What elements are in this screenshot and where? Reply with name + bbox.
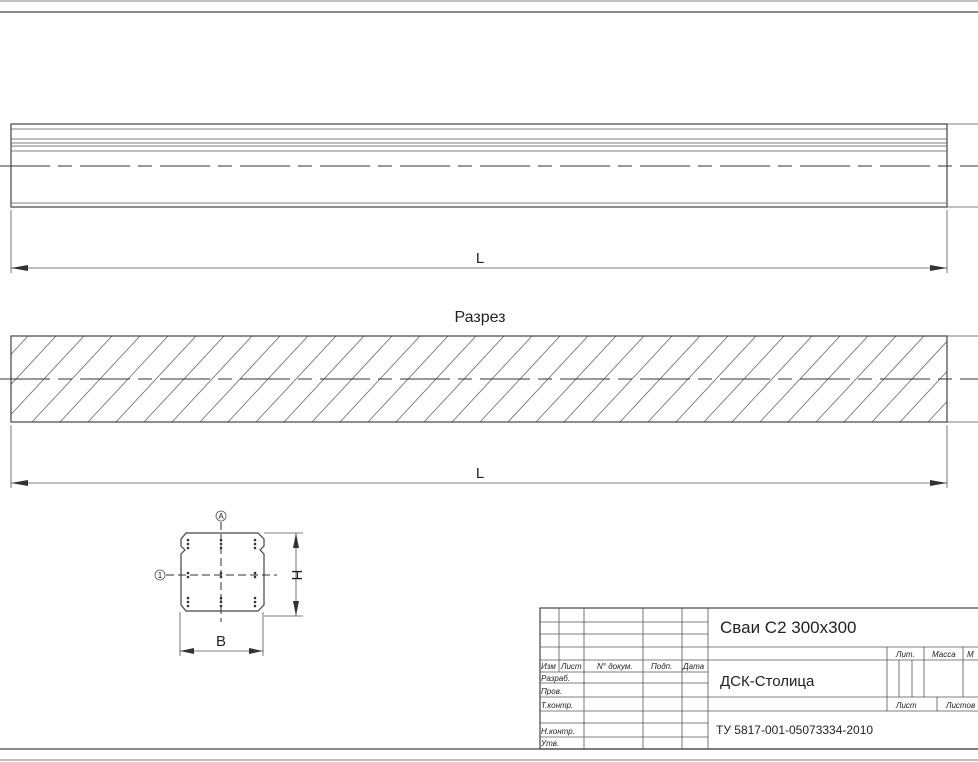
hatch-line — [675, 336, 757, 422]
rebar-dot — [219, 575, 223, 579]
section-title: Разрез — [455, 309, 506, 326]
length-dimension-top: L — [10, 210, 948, 273]
hatch-line — [171, 336, 253, 422]
rebar-dot — [219, 571, 223, 575]
rebar-dot — [186, 542, 190, 546]
header-list: Лист — [560, 662, 582, 671]
hatch-line — [11, 336, 29, 355]
rebar-dot — [186, 571, 190, 575]
mass-label: Масса — [932, 650, 956, 659]
rebar-dot — [186, 575, 190, 579]
role-tech-control: Т.контр. — [541, 701, 573, 710]
cross-section: А 1 H B — [154, 510, 305, 656]
rebar-dot — [253, 546, 257, 550]
hatch-line — [815, 336, 897, 422]
axis-letter: А — [218, 512, 224, 521]
lit-label: Лит. — [895, 650, 915, 659]
length-label: L — [476, 250, 484, 267]
organization: ДСК-Столица — [720, 673, 815, 690]
pile-side-view — [0, 123, 978, 208]
rebar-dot — [253, 604, 257, 608]
header-date: Дата — [682, 662, 705, 671]
role-developer: Разраб. — [541, 674, 570, 683]
sheets-label: Листов — [945, 701, 975, 710]
rebar-dot — [186, 596, 190, 600]
rebar-dot — [186, 604, 190, 608]
drawing-name: Сваи С2 300x300 — [720, 618, 856, 637]
axis-number: 1 — [158, 571, 163, 580]
rebar-dot — [219, 596, 223, 600]
sheet-label: Лист — [895, 701, 917, 710]
rebar-dot — [253, 571, 257, 575]
role-checker: Пров. — [541, 687, 562, 696]
header-sign: Подп. — [651, 662, 672, 671]
length-dimension-bottom: L — [10, 425, 948, 488]
rebar-dot — [186, 538, 190, 542]
rebar-dot — [186, 546, 190, 550]
scale-label: М — [967, 650, 974, 659]
hatch-line — [731, 336, 813, 422]
rebar-dot — [186, 600, 190, 604]
hatch-line — [927, 400, 947, 422]
length-label: L — [476, 465, 484, 482]
width-label: B — [216, 633, 226, 650]
rebar-dot — [253, 596, 257, 600]
rebar-dot — [253, 575, 257, 579]
rebar-dot — [219, 604, 223, 608]
hatch-line — [255, 336, 337, 422]
rebar-dot — [253, 600, 257, 604]
rebar-dot — [219, 600, 223, 604]
header-doc-no: N° докум. — [597, 662, 633, 671]
hatch-line — [115, 336, 197, 422]
rebar-dot — [253, 538, 257, 542]
height-label: H — [288, 570, 305, 581]
title-block: Сваи С2 300x300 ДСК-Столица ТУ 5817-001-… — [539, 607, 978, 750]
header-izm: Изм — [541, 662, 556, 671]
rebar-dot — [219, 538, 223, 542]
rebar-dot — [253, 542, 257, 546]
role-norm-control: Н.контр. — [541, 727, 575, 736]
rebar-dot — [219, 546, 223, 550]
rebar-dot — [219, 542, 223, 546]
role-approved: Утв. — [540, 739, 559, 748]
document-code: ТУ 5817-001-05073334-2010 — [716, 723, 873, 737]
pile-section-view — [0, 335, 978, 423]
